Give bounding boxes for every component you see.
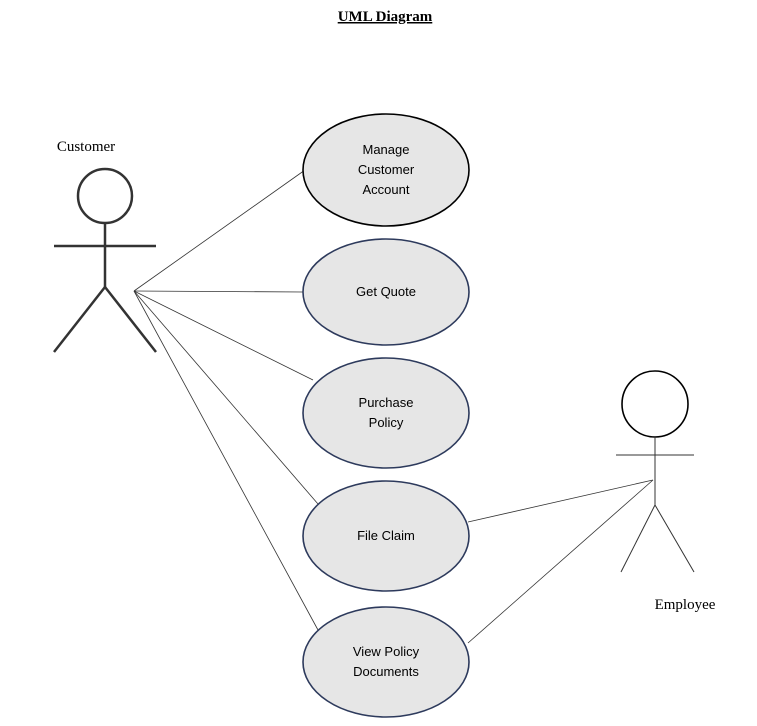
diagram-title: UML Diagram (338, 9, 433, 25)
association-customer-get-quote (133, 290, 304, 293)
use-case-ellipse (302, 480, 470, 592)
association-customer-file-claim (133, 290, 319, 505)
use-case-label: File Claim (357, 528, 415, 543)
use-case-get-quote[interactable]: Get Quote (302, 238, 470, 346)
stick-figure-icon (53, 167, 157, 353)
association-employee-view-policy-documents (467, 479, 654, 644)
use-case-label: Customer (358, 162, 415, 177)
use-case-ellipse (302, 606, 470, 718)
association-customer-manage-customer-account (133, 169, 306, 292)
association-customer-view-policy-documents (133, 290, 319, 631)
association-lines (133, 169, 654, 644)
actor-customer-label: Customer (57, 139, 115, 155)
use-case-label: View Policy (353, 644, 420, 659)
use-case-label: Manage (363, 142, 410, 157)
use-case-ellipse (302, 357, 470, 469)
use-case-file-claim[interactable]: File Claim (302, 480, 470, 592)
association-customer-purchase-policy (133, 290, 314, 381)
association-employee-file-claim (467, 479, 654, 523)
actor-employee[interactable]: Employee (616, 370, 716, 613)
use-case-label: Purchase (359, 395, 414, 410)
stick-figure-icon (616, 370, 695, 573)
actor-employee-label: Employee (655, 597, 716, 613)
use-case-ellipse (302, 113, 470, 227)
use-case-label: Policy (369, 415, 404, 430)
use-case-ellipse (302, 238, 470, 346)
use-case-label: Documents (353, 664, 419, 679)
use-case-label: Account (363, 182, 410, 197)
use-case-label: Get Quote (356, 284, 416, 299)
actor-customer[interactable]: Customer (53, 139, 157, 353)
